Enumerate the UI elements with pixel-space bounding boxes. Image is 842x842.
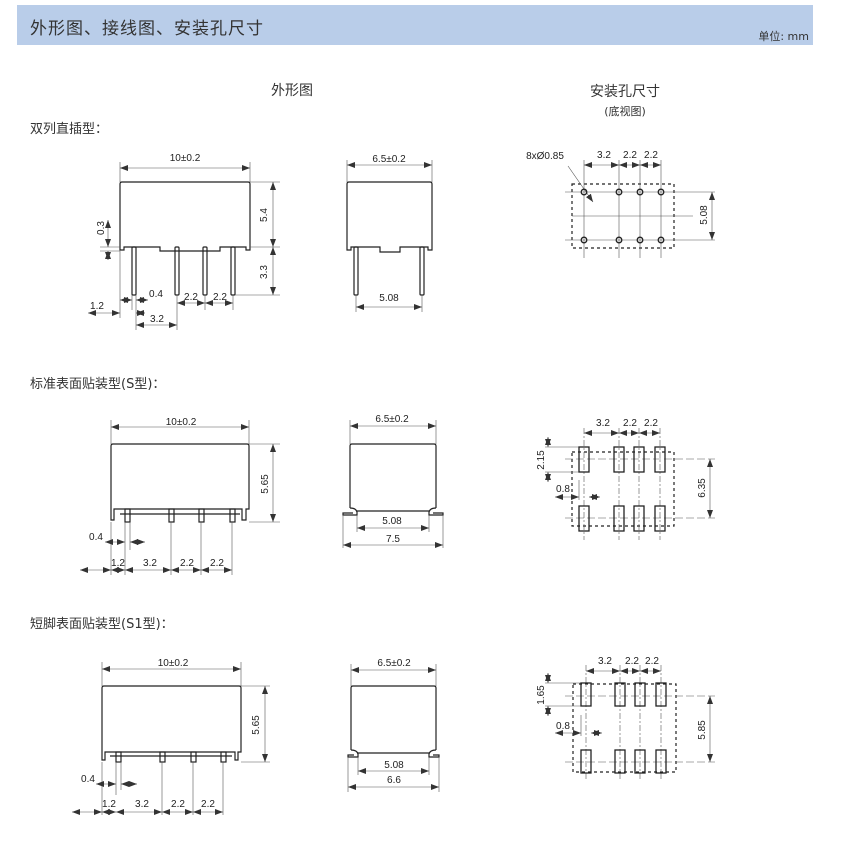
dip-side-view — [346, 181, 433, 296]
solder-pad — [613, 505, 625, 532]
s-pad-pitch2: 2.2 — [623, 418, 637, 429]
s1-pitch3-dim: 2.2 — [201, 799, 215, 810]
solder-pad — [614, 749, 626, 774]
s1-side-row-dim: 5.08 — [384, 760, 404, 771]
dip-pin-width-dim: 0.4 — [149, 289, 163, 300]
smd-s-front-view — [110, 443, 250, 523]
dip-pitch1-dim: 3.2 — [150, 314, 164, 325]
smd-s1-side-view — [347, 685, 440, 758]
s1-side-width-dim: 6.5±0.2 — [377, 658, 411, 669]
solder-pad — [613, 446, 625, 473]
s-pitch3-dim: 2.2 — [210, 558, 224, 569]
leader-line — [567, 165, 594, 203]
dip-hole-pitch2: 2.2 — [623, 150, 637, 161]
solder-pad — [655, 682, 667, 707]
solder-pad — [580, 682, 592, 707]
mounting-hole — [615, 236, 623, 244]
s1-width-dim: 10±0.2 — [157, 658, 189, 669]
dip-pitch3-dim: 2.2 — [213, 292, 227, 303]
s-width-dim: 10±0.2 — [165, 417, 197, 428]
mounting-hole — [657, 236, 665, 244]
s-pad-width-dim: 0.8 — [556, 484, 570, 495]
dip-hole-row-dim: 5.08 — [699, 205, 710, 225]
dip-edge-dim: 1.2 — [90, 301, 104, 312]
mounting-hole — [580, 188, 588, 196]
dip-pitch2-dim: 2.2 — [184, 292, 198, 303]
s-pad-length-dim: 2.15 — [536, 450, 547, 470]
solder-pad — [578, 446, 590, 473]
s-side-overall-dim: 7.5 — [386, 534, 400, 545]
section-title-smd-s1: 短脚表面贴装型(S1型)： — [30, 617, 174, 632]
mounting-hole — [615, 188, 623, 196]
mounting-column-heading: 安装孔尺寸 — [590, 84, 660, 100]
section-title-smd-s: 标准表面贴装型(S型)： — [30, 377, 166, 392]
s1-edge-dim: 1.2 — [102, 799, 116, 810]
outline-dashed-rect — [571, 451, 675, 527]
dip-hole-pitch3: 2.2 — [644, 150, 658, 161]
s-pitch1-dim: 3.2 — [143, 558, 157, 569]
header-band: 外形图、接线图、安装孔尺寸 单位: mm — [17, 5, 813, 45]
mounting-hole — [636, 236, 644, 244]
s-pad-row-dim: 6.35 — [697, 478, 708, 498]
s-pad-pitch3: 2.2 — [644, 418, 658, 429]
s1-pad-length-dim: 1.65 — [536, 685, 547, 705]
solder-pad — [578, 505, 590, 532]
dip-hole-pitch1: 3.2 — [597, 150, 611, 161]
s-edge-dim: 1.2 — [111, 558, 125, 569]
solder-pad — [654, 505, 666, 532]
solder-pad — [634, 682, 646, 707]
dip-side-row-dim: 5.08 — [379, 293, 399, 304]
solder-pad — [634, 749, 646, 774]
dip-hole-note: 8xØ0.85 — [526, 151, 564, 162]
s1-pin-width-dim: 0.4 — [81, 774, 95, 785]
dip-front-view — [119, 181, 251, 296]
dip-width-dim: 10±0.2 — [169, 153, 201, 164]
section-title-dip: 双列直插型： — [30, 122, 109, 137]
smd-s-side-view — [342, 443, 444, 516]
dip-pin-length-dim: 3.3 — [259, 265, 270, 279]
s-side-width-dim: 6.5±0.2 — [375, 414, 409, 425]
dip-side-width-dim: 6.5±0.2 — [372, 154, 406, 165]
solder-pad — [580, 749, 592, 774]
s-height-dim: 5.65 — [260, 474, 271, 494]
solder-pad — [614, 682, 626, 707]
dip-standoff-dim: 0.3 — [96, 221, 107, 235]
s1-pad-pitch1: 3.2 — [598, 656, 612, 667]
mounting-hole — [636, 188, 644, 196]
outline-column-heading: 外形图 — [271, 83, 313, 99]
s1-pad-row-dim: 5.85 — [697, 720, 708, 740]
s1-pitch1-dim: 3.2 — [135, 799, 149, 810]
solder-pad — [655, 749, 667, 774]
s-side-row-dim: 5.08 — [382, 516, 402, 527]
smd-s1-front-view — [101, 685, 242, 763]
dip-height-dim: 5.4 — [259, 208, 270, 222]
solder-pad — [633, 446, 645, 473]
s1-height-dim: 5.65 — [251, 715, 262, 735]
mounting-hole — [657, 188, 665, 196]
solder-pad — [654, 446, 666, 473]
mounting-hole — [580, 236, 588, 244]
page-title: 外形图、接线图、安装孔尺寸 — [30, 19, 264, 39]
bottom-view-note: (底视图) — [604, 105, 646, 118]
s1-pad-width-dim: 0.8 — [556, 721, 570, 732]
s-pad-pitch1: 3.2 — [596, 418, 610, 429]
s1-pad-pitch3: 2.2 — [645, 656, 659, 667]
s-pin-width-dim: 0.4 — [89, 532, 103, 543]
unit-label: 单位: mm — [758, 30, 809, 43]
solder-pad — [633, 505, 645, 532]
s1-pitch2-dim: 2.2 — [171, 799, 185, 810]
s1-side-overall-dim: 6.6 — [387, 775, 401, 786]
s-pitch2-dim: 2.2 — [180, 558, 194, 569]
s1-pad-pitch2: 2.2 — [625, 656, 639, 667]
